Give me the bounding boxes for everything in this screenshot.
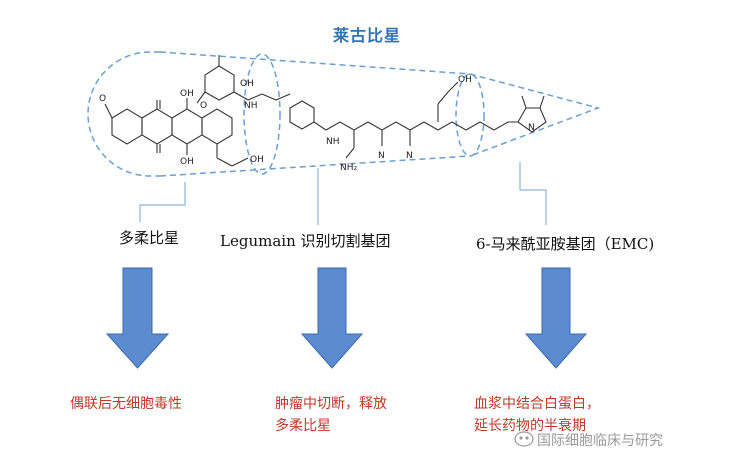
segment-label-doxorubicin: 多柔比星 (119, 229, 180, 247)
down-arrows (105, 267, 588, 369)
effect-note-1: 偶联后无细胞毒性 (70, 396, 182, 412)
atom-oh-2: OH (180, 157, 194, 167)
effect-note-3: 血浆中结合白蛋白， 延长药物的半衰期 (474, 393, 600, 437)
leader-line-1 (139, 182, 186, 222)
atom-oh-1: OH (180, 89, 194, 99)
down-arrow-3 (524, 267, 588, 369)
ring-a (111, 108, 143, 145)
effect-note-2: 肿瘤中切断，释放 多柔比星 (275, 393, 387, 437)
leader-lines (139, 162, 547, 225)
atom-nh2: NH₂ (340, 163, 358, 173)
outline-divider-2 (455, 73, 485, 157)
effect-note-3-line-2: 延长药物的半衰期 (474, 418, 586, 434)
peptide-backbone (325, 121, 518, 131)
outline-divider-1 (243, 53, 281, 175)
outline-top-edge (159, 51, 471, 75)
leader-line-3 (519, 162, 547, 225)
atom-nh-1: NH (326, 137, 340, 147)
atom-o-sugar: O (200, 101, 207, 111)
diagram-title: 莱古比星 (332, 26, 401, 45)
ring-b (141, 108, 173, 145)
atom-cooh: OH (458, 75, 472, 85)
atom-oh-3: OH (240, 79, 254, 89)
dashed-outline (87, 51, 601, 177)
benzene-ring (289, 100, 315, 130)
effect-note-3-line-1: 血浆中结合白蛋白， (474, 396, 600, 412)
down-arrow-2 (300, 267, 364, 369)
effect-note-2-line-2: 多柔比星 (275, 418, 331, 434)
down-arrow-1 (105, 267, 170, 369)
atom-n-maleimide: N (528, 123, 535, 133)
maleimide-ring (517, 107, 547, 133)
atom-n-1: N (378, 151, 385, 161)
segment-label-legumain: Legumain 识别切割基团 (220, 232, 391, 250)
wechat-icon (514, 431, 534, 447)
molecule (104, 55, 547, 167)
atom-labels: O OH OH OH OH O NH NH NH₂ N N OH N (99, 75, 535, 173)
outline-left-cap (87, 51, 160, 177)
atom-oh-4: OH (250, 155, 264, 165)
ring-c (171, 108, 203, 145)
atom-nh-carbamate: NH (244, 101, 258, 111)
watermark-text: 国际细胞临床与研究 (537, 433, 663, 449)
segment-label-emc: 6-马来酰亚胺基团（EMC) (476, 235, 655, 253)
atom-o-methoxy: O (99, 94, 106, 104)
sugar-ring (204, 65, 235, 101)
outline-cone (469, 73, 601, 157)
ring-d (201, 108, 233, 145)
atom-n-2: N (406, 151, 413, 161)
outline-bottom-edge (159, 155, 471, 177)
effect-note-2-line-1: 肿瘤中切断，释放 (275, 396, 387, 412)
